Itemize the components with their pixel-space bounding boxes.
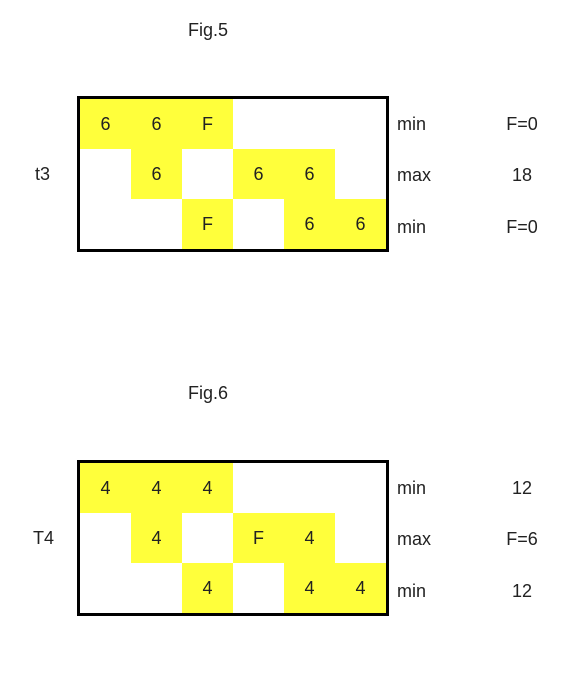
grid-cell [80, 513, 131, 563]
row-2-result: F=6 [506, 529, 538, 549]
grid-cell [131, 199, 182, 249]
grid-cell: 4 [131, 513, 182, 563]
grid-cell [335, 463, 386, 513]
grid-cell [182, 513, 233, 563]
figure-title: Fig.6 [188, 383, 229, 403]
grid-cell [131, 563, 182, 613]
grid-cell [182, 149, 233, 199]
grid-cell [284, 99, 335, 149]
grid-cell [335, 513, 386, 563]
grid-cell: 4 [182, 563, 233, 613]
grid-cell [80, 149, 131, 199]
grid-cell: 6 [80, 99, 131, 149]
grid-cell [335, 149, 386, 199]
grid-cell: 4 [182, 463, 233, 513]
grid-cell: F [182, 99, 233, 149]
grid-cell [233, 199, 284, 249]
row-1-result: F=0 [506, 114, 538, 134]
grid-cell [233, 99, 284, 149]
grid-cell [233, 463, 284, 513]
grid-cell [80, 199, 131, 249]
grid-cell: 4 [284, 563, 335, 613]
grid-cell [233, 563, 284, 613]
grid-cell: 6 [335, 199, 386, 249]
row-1-result: 12 [511, 478, 533, 498]
row-2-result: 18 [511, 165, 533, 185]
row-1-label: min [397, 114, 427, 134]
grid-cell: F [182, 199, 233, 249]
row-3-result: F=0 [506, 217, 538, 237]
figure-title: Fig.5 [188, 20, 229, 40]
grid-cell: 6 [131, 99, 182, 149]
grid-cell [335, 99, 386, 149]
row-group-label: t3 [35, 164, 51, 184]
row-group-label: T4 [33, 528, 55, 548]
grid-cell: 4 [284, 513, 335, 563]
grid-cell [80, 563, 131, 613]
grid-cell: 4 [335, 563, 386, 613]
grid-cell: 6 [233, 149, 284, 199]
row-2-label: max [397, 529, 432, 549]
grid-cell: 4 [80, 463, 131, 513]
grid-cell: F [233, 513, 284, 563]
grid-cell: 4 [131, 463, 182, 513]
row-3-label: min [397, 217, 427, 237]
row-3-label: min [397, 581, 427, 601]
grid-cell: 6 [131, 149, 182, 199]
row-3-result: 12 [511, 581, 533, 601]
row-2-label: max [397, 165, 432, 185]
grid-cell: 6 [284, 149, 335, 199]
row-1-label: min [397, 478, 427, 498]
grid-cell: 6 [284, 199, 335, 249]
grid-cell [284, 463, 335, 513]
